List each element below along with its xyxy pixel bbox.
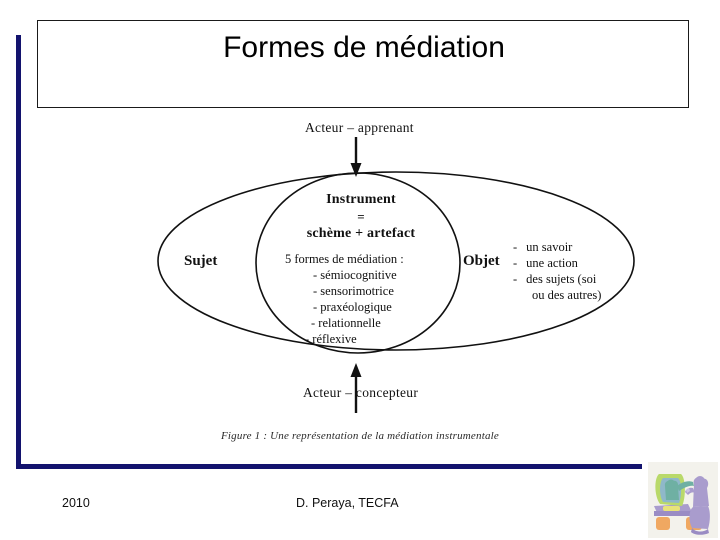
equals-sign: = <box>357 209 365 224</box>
list-item: ou des autres) <box>513 288 643 303</box>
list-item: - un savoir <box>513 240 643 255</box>
list-item: - praxéologique <box>313 300 392 314</box>
list-item: - relationnelle <box>311 316 381 330</box>
accent-rule-horizontal <box>16 464 642 469</box>
instrument-label: Instrument <box>326 192 396 207</box>
formes-list-block: 5 formes de médiation : - sémiocognitive… <box>285 252 445 346</box>
clipart-svg <box>648 462 718 538</box>
page-title: Formes de médiation <box>223 31 505 64</box>
list-item: - sémiocognitive <box>313 268 397 282</box>
center-instrument-block: Instrument = schème + artefact <box>276 192 446 241</box>
formes-list: - sémiocognitive - sensorimotrice - prax… <box>285 267 445 346</box>
dash-marker: - <box>513 240 518 254</box>
two-figures-at-desk-illustration <box>648 462 718 538</box>
objet-items-block: - un savoir - une action - des sujets (s… <box>513 240 643 303</box>
dash-marker: - <box>513 256 518 270</box>
list-item: - des sujets (soi <box>513 272 643 287</box>
accent-rule-vertical <box>16 35 21 469</box>
figure-diagram-svg <box>157 137 635 413</box>
objet-item-label: un savoir <box>526 240 573 254</box>
list-item: - réflexive <box>305 332 357 346</box>
footer-date: 2010 <box>62 496 90 510</box>
scheme-artefact-label: schème + artefact <box>306 226 416 241</box>
arrow-up-concepteur <box>350 363 362 413</box>
actor-apprenant-label: Acteur – apprenant <box>305 120 414 135</box>
dash-marker: - <box>513 272 518 286</box>
objet-item-label: ou des autres) <box>532 288 602 302</box>
outer-ellipse <box>157 171 635 351</box>
figure-caption: Figure 1 : Une représentation de la médi… <box>221 430 499 442</box>
inner-ellipse <box>255 172 461 354</box>
objet-item-label: une action <box>526 256 578 270</box>
actor-concepteur-label: Acteur – concepteur <box>303 385 419 400</box>
objet-item-label: des sujets (soi <box>526 272 597 286</box>
title-placeholder[interactable]: Formes de médiation <box>37 20 689 108</box>
node-sujet-label: Sujet <box>184 253 218 269</box>
node-objet-label: Objet <box>463 253 500 269</box>
list-item: - sensorimotrice <box>313 284 394 298</box>
figure-mediation-instrumentale: Acteur – apprenant Sujet Objet Instrumen… <box>0 108 720 453</box>
list-item: - une action <box>513 256 643 271</box>
footer-author: D. Peraya, TECFA <box>296 496 399 510</box>
arrow-down-apprenant <box>350 137 362 177</box>
formes-list-header: 5 formes de médiation : <box>285 252 404 266</box>
